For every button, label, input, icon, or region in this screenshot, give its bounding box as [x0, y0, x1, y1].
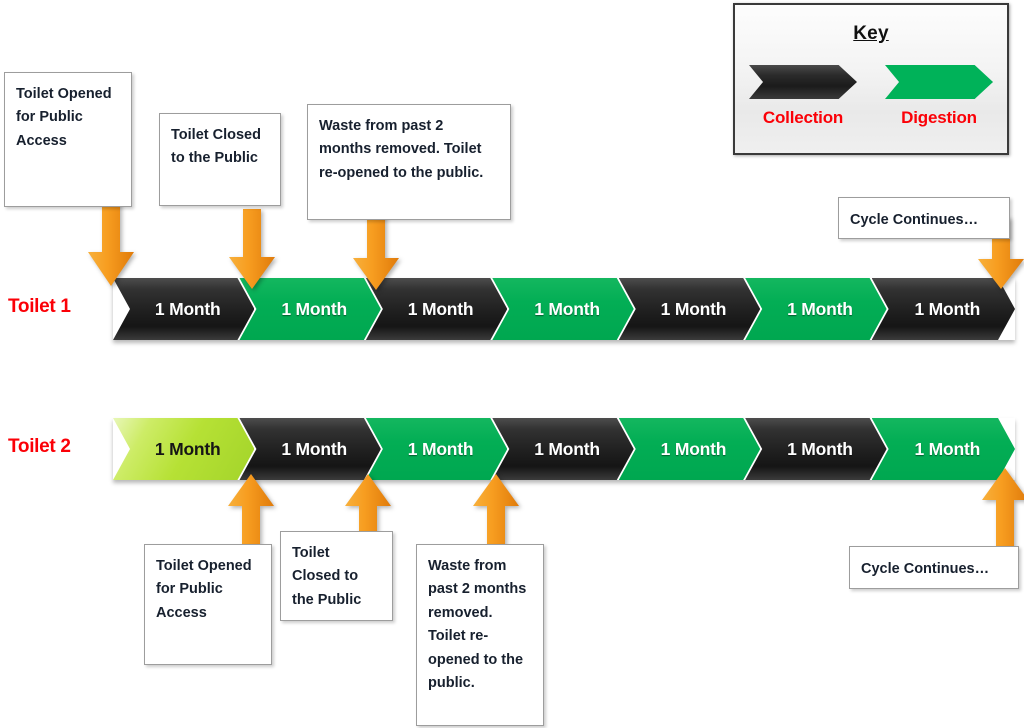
key-items: Collection Digestion	[735, 65, 1007, 128]
up-arrow-toilet-opened	[228, 474, 274, 559]
segment-label: 1 Month	[407, 438, 474, 459]
up-arrow-toilet-closed	[345, 474, 391, 559]
up-arrow-cycle-continues-bottom	[982, 468, 1024, 561]
segment-label: 1 Month	[534, 438, 600, 459]
timeline-row-toilet-2: 1 Month 1 Month 1 Month 1 Month 1 Month …	[113, 418, 1015, 480]
timeline-segment[interactable]: 1 Month	[492, 418, 633, 480]
timeline-segment[interactable]: 1 Month	[366, 278, 507, 340]
callout-toilet-opened-top: Toilet Opened for Public Access	[4, 72, 132, 207]
segment-label: 1 Month	[914, 298, 981, 319]
timeline-segment[interactable]: 1 Month	[239, 418, 380, 480]
timeline-segment[interactable]: 1 Month	[492, 278, 633, 340]
timeline-segment[interactable]: 1 Month	[113, 278, 254, 340]
callout-toilet-opened-bottom: Toilet Opened for Public Access	[144, 544, 272, 665]
segment-label: 1 Month	[787, 298, 853, 319]
timeline-row-toilet-1: 1 Month 1 Month 1 Month 1 Month 1 Month …	[113, 278, 1015, 340]
callout-cycle-continues-top: Cycle Continues…	[838, 197, 1010, 239]
key-label-collection: Collection	[762, 108, 844, 127]
callout-toilet-closed-bottom: Toilet Closed to the Public	[280, 531, 393, 621]
timeline-segment[interactable]: 1 Month	[366, 418, 507, 480]
digestion-chevron-icon	[885, 65, 993, 99]
down-arrow-waste-removed	[353, 212, 399, 290]
key-item-digestion: Digestion	[879, 65, 999, 128]
timeline-segment[interactable]: 1 Month	[872, 418, 1015, 480]
segment-label: 1 Month	[660, 438, 727, 459]
callout-toilet-closed-top: Toilet Closed to the Public	[159, 113, 281, 206]
timeline-segment[interactable]: 1 Month	[113, 418, 254, 480]
key-item-collection: Collection	[743, 65, 863, 128]
timeline-segment[interactable]: 1 Month	[745, 278, 886, 340]
down-arrow-toilet-closed	[229, 209, 275, 289]
key-legend-box: Key Collection Digestion	[733, 3, 1009, 155]
key-label-digestion: Digestion	[901, 108, 977, 127]
segment-label: 1 Month	[914, 438, 981, 459]
segment-label: 1 Month	[407, 298, 474, 319]
segment-label: 1 Month	[154, 298, 221, 319]
segment-label: 1 Month	[281, 298, 347, 319]
row-label-toilet-2: Toilet 2	[8, 436, 71, 457]
timeline-segment[interactable]: 1 Month	[239, 278, 380, 340]
up-arrow-waste-removed	[473, 474, 519, 559]
callout-waste-removed-bottom: Waste from past 2 months removed. Toilet…	[416, 544, 544, 726]
row-label-toilet-1: Toilet 1	[8, 296, 71, 317]
key-title: Key	[853, 23, 889, 44]
timeline-segment[interactable]: 1 Month	[619, 418, 760, 480]
segment-label: 1 Month	[787, 438, 853, 459]
callout-cycle-continues-bottom: Cycle Continues…	[849, 546, 1019, 589]
segment-label: 1 Month	[660, 298, 727, 319]
segment-label: 1 Month	[534, 298, 600, 319]
timeline-segment[interactable]: 1 Month	[619, 278, 760, 340]
segment-label: 1 Month	[281, 438, 347, 459]
callout-waste-removed-top: Waste from past 2 months removed. Toilet…	[307, 104, 511, 220]
down-arrow-cycle-continues-top	[978, 217, 1024, 289]
timeline-segment[interactable]: 1 Month	[872, 278, 1015, 340]
timeline-segment[interactable]: 1 Month	[745, 418, 886, 480]
collection-chevron-icon	[749, 65, 857, 99]
segment-label: 1 Month	[154, 438, 221, 459]
down-arrow-toilet-opened	[88, 194, 134, 286]
